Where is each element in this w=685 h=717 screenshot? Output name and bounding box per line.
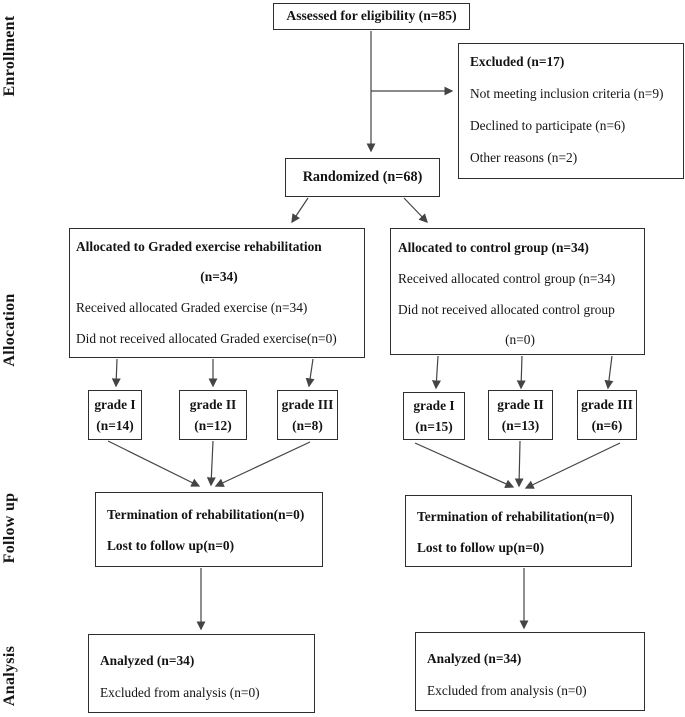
grade-box-control-2: grade II (n=13): [488, 390, 553, 440]
randomized-box: Randomized (n=68): [285, 158, 440, 197]
arrows-grades-to-followup-right: [414, 440, 621, 489]
arrows-exercise-to-grades: [111, 358, 315, 388]
grade-label: grade I: [94, 397, 136, 412]
allocated-control-not-received: Did not received allocated control group: [398, 302, 615, 317]
stage-label-allocation: Allocation: [1, 293, 18, 367]
grade-box-exercise-3: grade III (n=8): [277, 390, 338, 440]
stage-label-followup: Follow up: [1, 492, 18, 564]
allocated-control-received: Received allocated control group (n=34): [398, 271, 616, 286]
grade-label: grade III: [581, 397, 633, 412]
stage-label-analysis: Analysis: [1, 645, 18, 707]
grade-label: grade I: [413, 398, 455, 413]
grade-label: grade III: [281, 397, 334, 412]
allocated-exercise-not-received: Did not received allocated Graded exerci…: [76, 331, 337, 346]
grade-n: (n=8): [292, 418, 323, 433]
followup-control-termination: Termination of rehabilitation(n=0): [417, 509, 615, 524]
randomized-text: Randomized (n=68): [302, 169, 423, 185]
arrow-randomized-to-control: [403, 197, 428, 223]
excluded-title: Excluded (n=17): [470, 54, 565, 69]
excluded-box: Excluded (n=17) Not meeting inclusion cr…: [458, 43, 684, 179]
grade-label: grade II: [497, 397, 544, 412]
allocated-control-not-received-n: (n=0): [505, 332, 535, 347]
excluded-reason: Not meeting inclusion criteria (n=9): [470, 86, 664, 101]
excluded-reason: Other reasons (n=2): [470, 150, 578, 165]
arrow-randomized-to-exercise: [291, 197, 309, 224]
grade-n: (n=13): [501, 418, 540, 433]
grade-box-exercise-2: grade II (n=12): [179, 390, 247, 440]
grade-n: (n=15): [415, 419, 453, 434]
arrows-grades-to-followup-left: [107, 440, 311, 487]
followup-control-lost: Lost to follow up(n=0): [417, 540, 545, 555]
followup-control-box: Termination of rehabilitation(n=0) Lost …: [405, 495, 632, 567]
followup-exercise-lost: Lost to follow up(n=0): [107, 538, 235, 553]
assessed-eligibility-text: Assessed for eligibility (n=85): [286, 8, 457, 23]
analysis-exercise-excluded: Excluded from analysis (n=0): [100, 685, 260, 700]
allocated-exercise-n: (n=34): [200, 269, 238, 284]
analysis-control-excluded: Excluded from analysis (n=0): [427, 683, 587, 698]
stage-label-enrollment: Enrollment: [1, 15, 18, 97]
assessed-eligibility-box: Assessed for eligibility (n=85): [273, 3, 470, 30]
excluded-reason: Declined to participate (n=6): [470, 118, 626, 133]
grade-box-control-3: grade III (n=6): [577, 390, 637, 440]
grade-n: (n=12): [194, 418, 232, 433]
grade-label: grade II: [189, 397, 237, 412]
allocated-exercise-received: Received allocated Graded exercise (n=34…: [76, 300, 308, 315]
allocated-exercise-box: Allocated to Graded exercise rehabilitat…: [69, 228, 365, 358]
analysis-exercise-box: Analyzed (n=34) Excluded from analysis (…: [88, 634, 315, 713]
grade-box-control-1: grade I (n=15): [403, 392, 465, 440]
grade-n: (n=14): [96, 418, 134, 433]
grade-n: (n=6): [591, 418, 623, 433]
followup-exercise-box: Termination of rehabilitation(n=0) Lost …: [95, 492, 323, 567]
analysis-control-analyzed: Analyzed (n=34): [427, 651, 522, 666]
analysis-control-box: Analyzed (n=34) Excluded from analysis (…: [415, 632, 645, 711]
arrows-control-to-grades: [431, 355, 614, 390]
grade-box-exercise-1: grade I (n=14): [88, 390, 142, 440]
followup-exercise-termination: Termination of rehabilitation(n=0): [107, 507, 305, 522]
analysis-exercise-analyzed: Analyzed (n=34): [100, 653, 195, 668]
allocated-control-title: Allocated to control group (n=34): [398, 240, 589, 255]
allocated-control-box: Allocated to control group (n=34) Receiv…: [390, 228, 645, 355]
allocated-exercise-title: Allocated to Graded exercise rehabilitat…: [76, 239, 322, 254]
